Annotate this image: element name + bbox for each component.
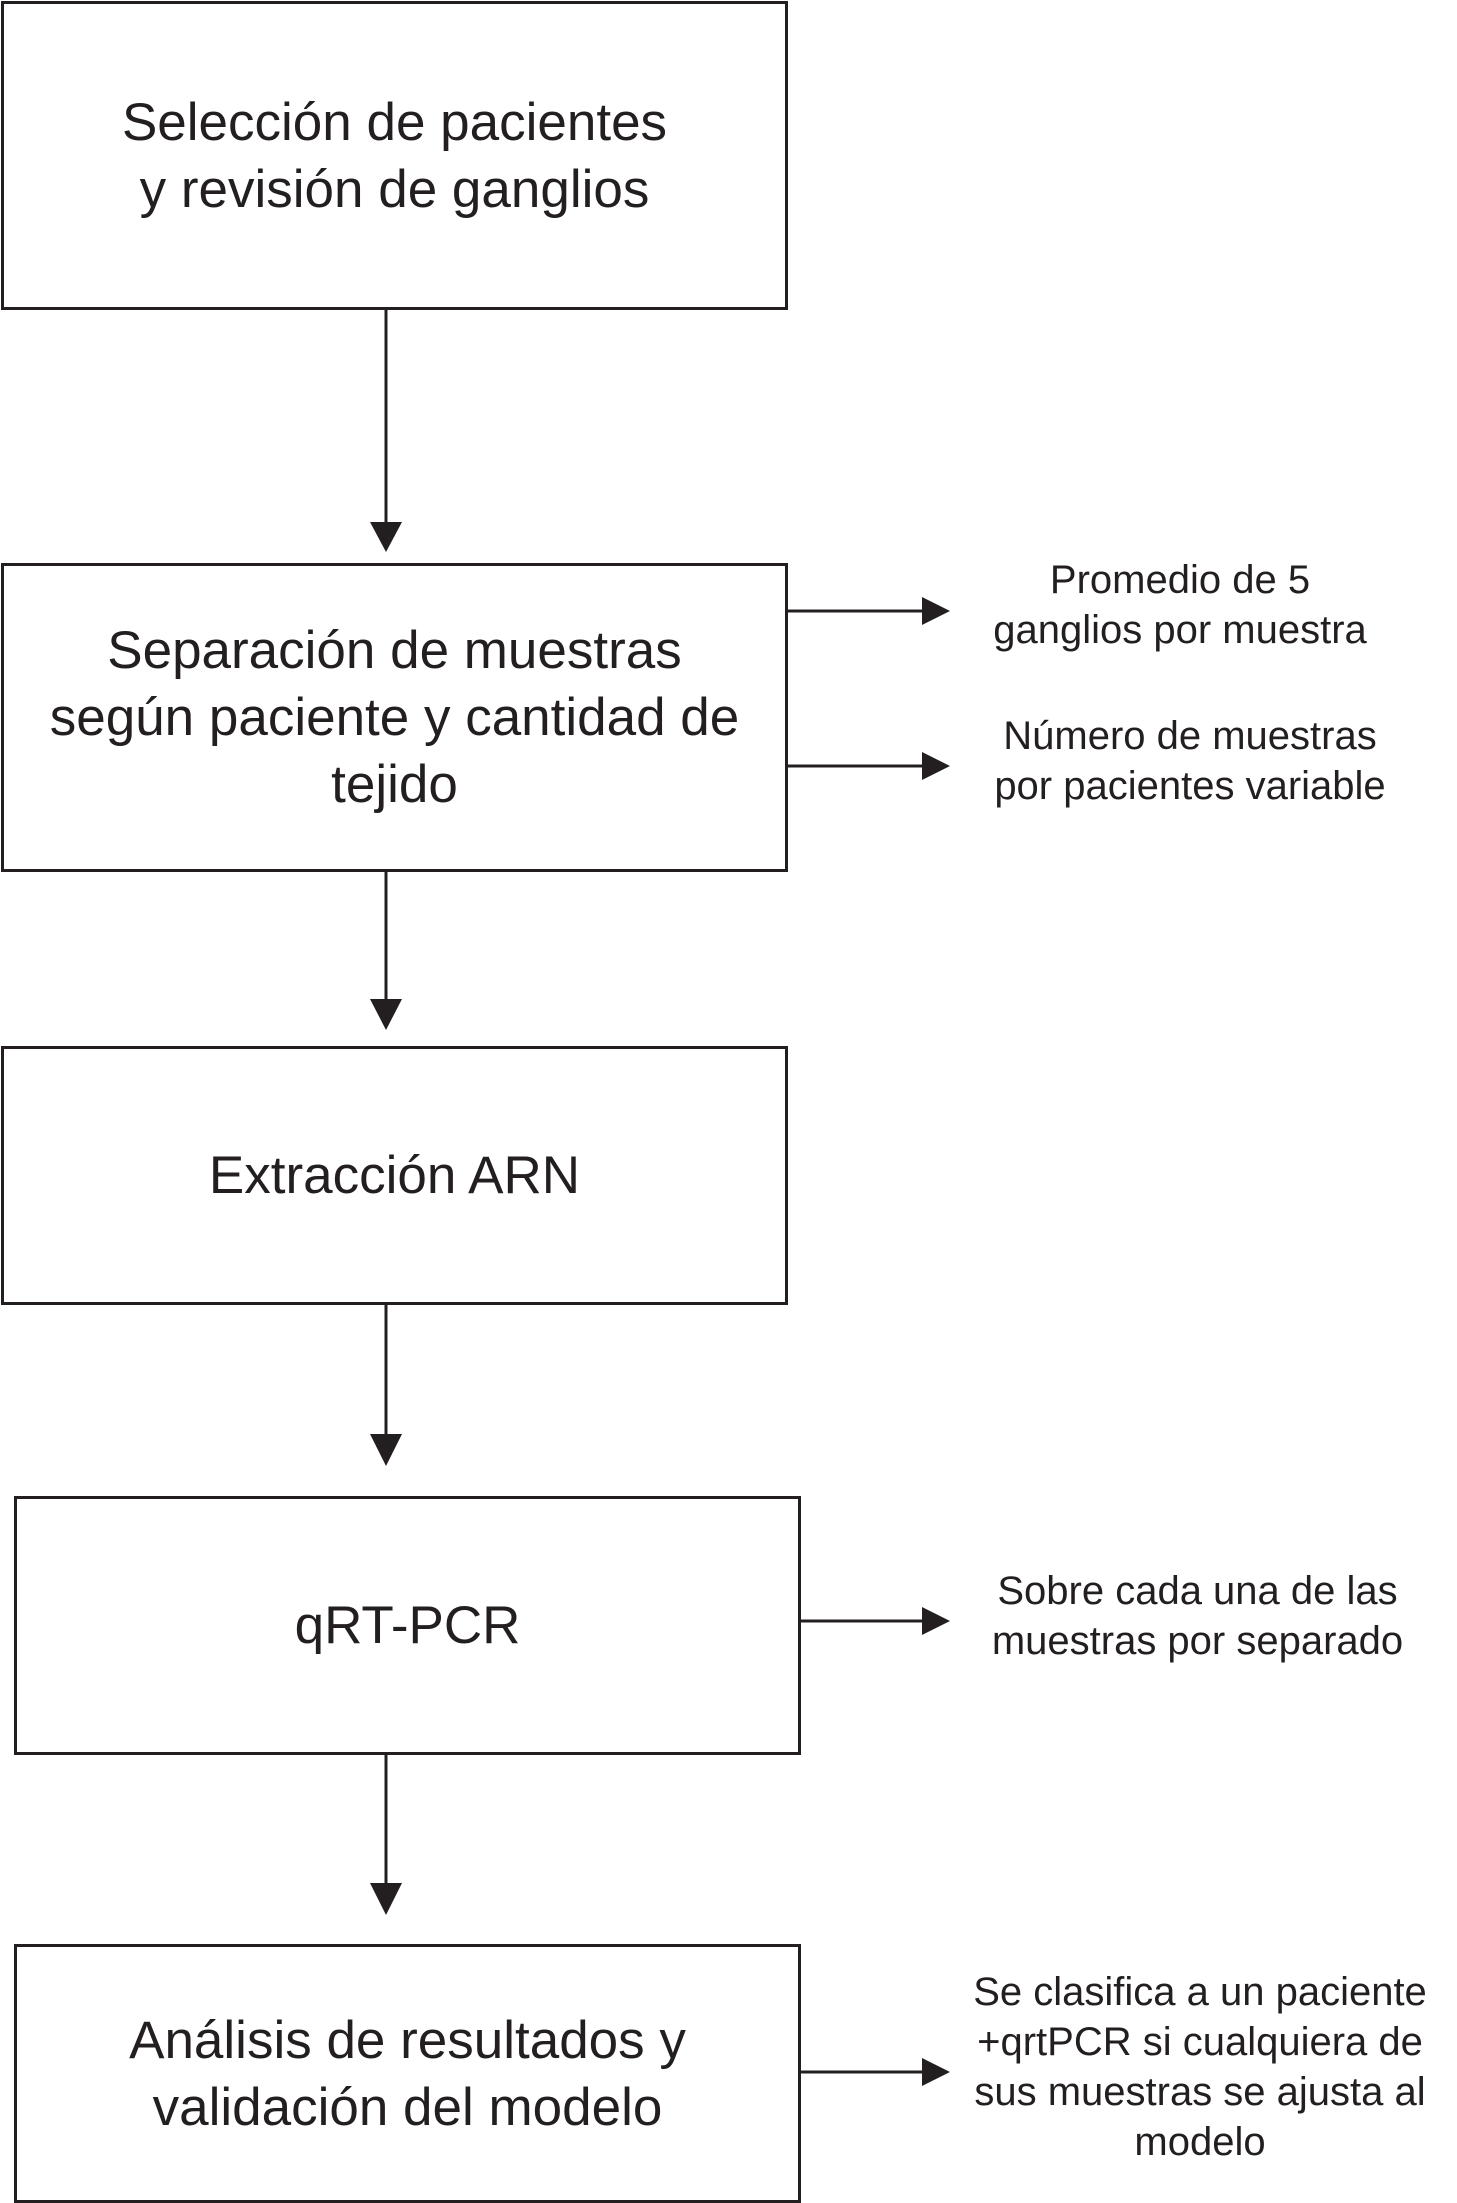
arrowhead-note3 — [922, 1607, 950, 1635]
step-box-sample-separation: Separación de muestras según paciente y … — [1, 563, 788, 872]
arrowhead-step5 — [370, 1883, 402, 1915]
arrowhead-note1 — [922, 597, 950, 625]
note-average-nodes: Promedio de 5 ganglios por muestra — [993, 558, 1367, 652]
arrowhead-note4 — [922, 2058, 950, 2086]
step-label-rna-extraction: Extracción ARN — [208, 1146, 581, 1205]
note-patient-classification: Se clasifica a un paciente +qrtPCR si cu… — [973, 1970, 1427, 2164]
note-each-sample: Sobre cada una de las muestras por separ… — [991, 1569, 1404, 1663]
step-box-patient-selection: Selección de pacientes y revisión de gan… — [1, 1, 788, 310]
vertical-arrows — [370, 308, 402, 1915]
step-box-results-analysis: Análisis de resultados y validación del … — [14, 1944, 801, 2203]
arrowhead-step2 — [370, 522, 402, 552]
step-label-sample-separation: Separación de muestras según paciente y … — [49, 621, 740, 814]
step-label-patient-selection: Selección de pacientes y revisión de gan… — [121, 92, 668, 219]
arrowhead-note2 — [922, 752, 950, 780]
step-box-qrt-pcr: qRT-PCR — [14, 1496, 801, 1755]
note-samples-per-patient: Número de muestras por pacientes variabl… — [994, 714, 1386, 808]
arrowhead-step3 — [370, 999, 402, 1030]
horizontal-arrows — [787, 597, 950, 2086]
step-label-results-analysis: Análisis de resultados y validación del … — [129, 2010, 686, 2137]
step-label-qrt-pcr: qRT-PCR — [294, 1596, 521, 1655]
arrowhead-step4 — [370, 1434, 402, 1466]
step-box-rna-extraction: Extracción ARN — [1, 1046, 788, 1305]
